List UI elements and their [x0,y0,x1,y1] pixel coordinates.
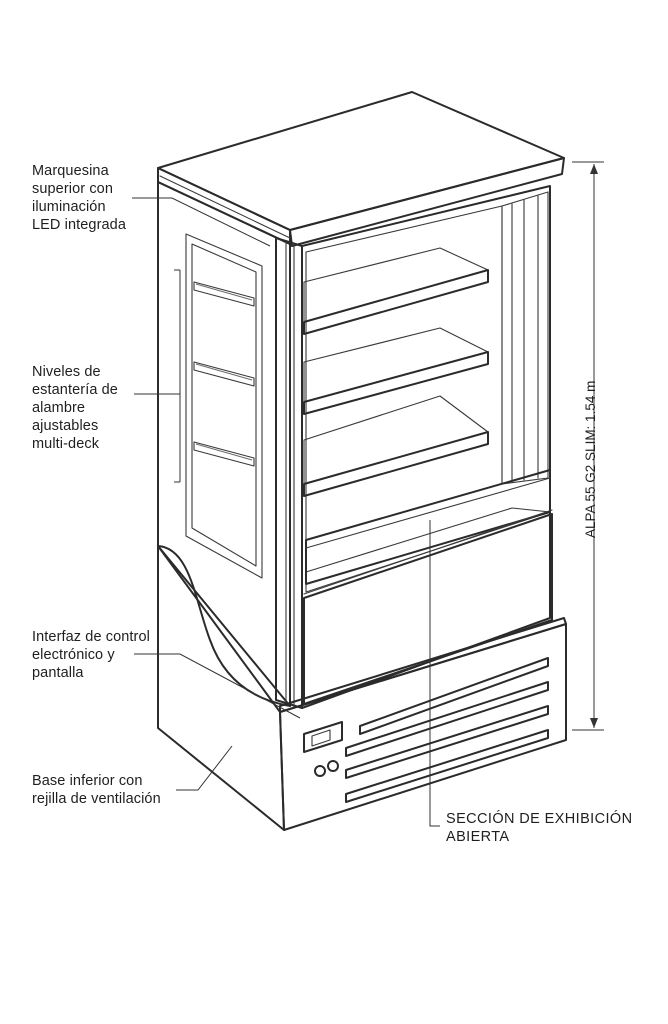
label-open-display: SECCIÓN DE EXHIBICIÓN ABIERTA [446,811,633,845]
left-side-panel [157,181,291,707]
height-dimension-line [572,161,604,731]
bottom-deck [305,469,551,593]
ventilation-grille [345,657,549,803]
label-base: Base inferior con rejilla de ventilación [32,773,161,807]
label-top-canopy: Marquesina superior con iluminación LED … [32,163,126,233]
wire-shelves [303,247,551,593]
leader-lines [132,197,440,827]
shelf-2 [303,327,489,415]
top-canopy [157,91,565,247]
label-control-interface: Interfaz de control electrónico y pantal… [32,629,150,681]
shelf-1 [303,247,489,335]
height-dimension-label: ALPA 55 G2 SLIM: 1.54 m [583,380,598,538]
shelf-3 [303,395,489,497]
label-shelves: Niveles de estantería de alambre ajustab… [32,364,118,452]
lower-front-panel [303,509,553,705]
front-frame [301,185,551,709]
control-panel [303,721,343,777]
base-unit [157,545,567,831]
